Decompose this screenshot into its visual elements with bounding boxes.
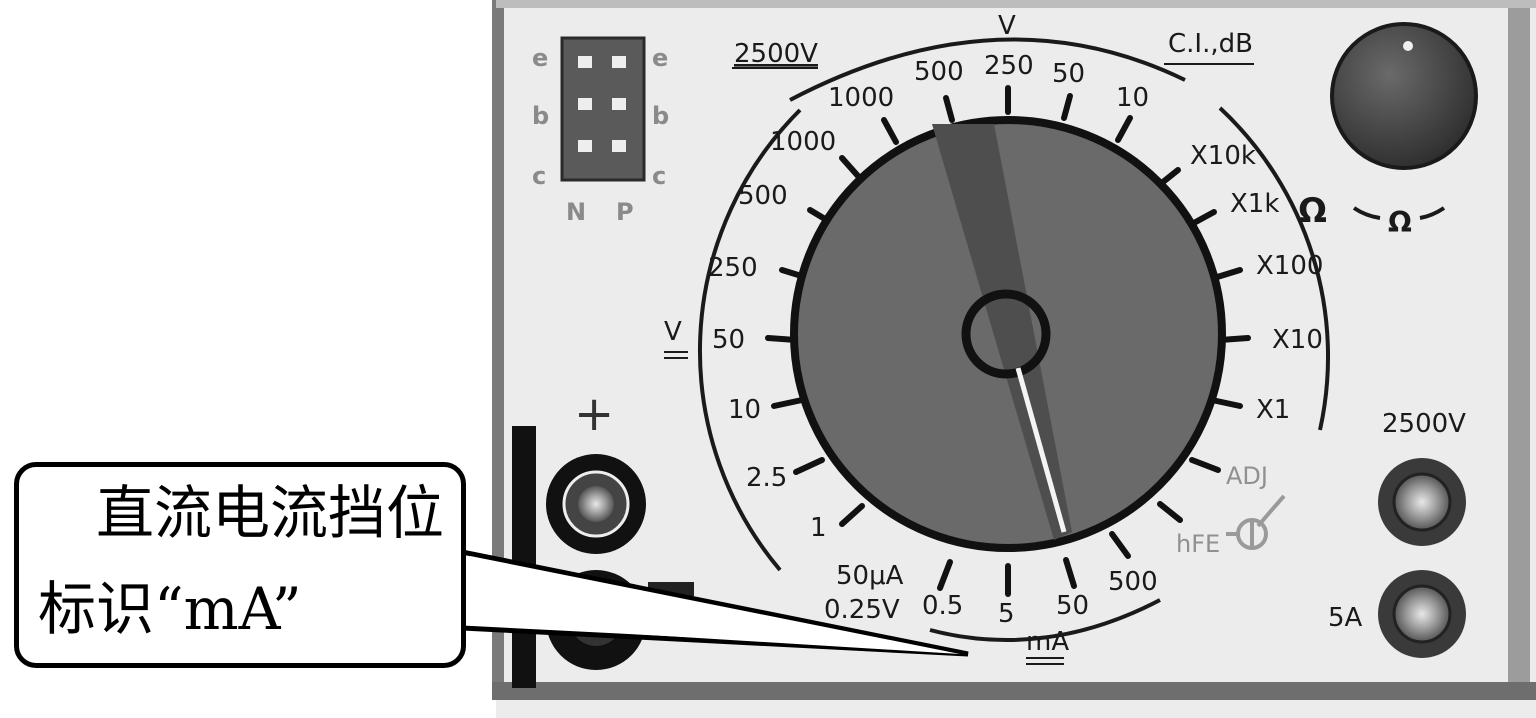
dial-label-025v: 0.25V <box>824 595 900 625</box>
dial-label-x100: X100 <box>1256 251 1323 281</box>
socket-type-n: N <box>566 198 586 226</box>
dial-label-x10: X10 <box>1272 325 1323 355</box>
dial-label-1-left: 1 <box>810 513 827 543</box>
db-label: C.I.,dB <box>1168 29 1253 59</box>
pin-left-b: b <box>532 102 549 130</box>
ohm-knob-arc-left <box>1352 206 1381 220</box>
rotary-selector[interactable] <box>790 116 1226 552</box>
dial-label-10-top: 10 <box>1116 83 1149 113</box>
dial-label-x1: X1 <box>1256 395 1290 425</box>
pin-left-c: c <box>532 162 546 190</box>
panel-bezel-right <box>1508 0 1530 700</box>
dial-label-ma-5: 5 <box>998 599 1015 629</box>
jack-5a[interactable] <box>1378 570 1466 658</box>
dial-label-x10k: X10k <box>1190 141 1256 171</box>
dial-label-hfe: hFE <box>1176 530 1220 558</box>
dial-label-1000-top: 1000 <box>828 83 894 113</box>
dial-label-ma-50: 50 <box>1056 591 1089 621</box>
ohm-symbol: Ω <box>1298 191 1327 231</box>
pin-right-c: c <box>652 162 666 190</box>
dial-label-ma-0p5: 0.5 <box>922 591 963 621</box>
top-v-label: V <box>998 11 1016 41</box>
jack-plus-label: + <box>574 386 614 442</box>
pin-right-b: b <box>652 102 669 130</box>
dial-label-2p5-left: 2.5 <box>746 463 787 493</box>
left-v-label: V <box>664 317 682 347</box>
dial-label-50-left: 50 <box>712 325 745 355</box>
jack-label-5a: 5A <box>1328 603 1363 633</box>
dial-label-ma-500: 500 <box>1108 567 1158 597</box>
jack-positive[interactable] <box>546 454 646 554</box>
dial-label-ma: mA <box>1026 627 1069 657</box>
callout-text-line2: 标识“mA” <box>38 575 302 643</box>
dcv-2500-label: 2500V <box>734 39 818 69</box>
panel-bezel-top <box>496 0 1536 8</box>
panel-bezel-bottom <box>492 682 1536 700</box>
panel-bezel-left <box>492 0 504 700</box>
jack-2500v[interactable] <box>1378 458 1466 546</box>
dial-label-250-top: 250 <box>984 51 1034 81</box>
ohm-scale-arc <box>1218 106 1331 431</box>
transistor-socket <box>560 36 646 182</box>
ohm-knob-dot <box>1403 41 1413 51</box>
transistor-icon <box>1226 494 1286 550</box>
ohm-knob-arc-right <box>1419 206 1446 220</box>
dial-label-50-top: 50 <box>1052 59 1085 89</box>
dial-label-x1k: X1k <box>1230 189 1279 219</box>
pin-right-e: e <box>652 44 668 72</box>
pin-left-e: e <box>532 44 548 72</box>
left-scale-arc <box>698 108 802 572</box>
jack-label-2500v: 2500V <box>1382 409 1466 439</box>
test-lead-cable <box>512 426 536 688</box>
dial-label-10-left: 10 <box>728 395 761 425</box>
dial-label-500-top: 500 <box>914 57 964 87</box>
dial-label-1000-left: 1000 <box>770 127 836 157</box>
dial-label-50ua: 50μA <box>836 561 904 591</box>
callout-text-line1: 直流电流挡位 <box>96 479 445 547</box>
dial-label-500-left: 500 <box>738 181 788 211</box>
socket-type-p: P <box>616 198 634 226</box>
dial-label-250-left: 250 <box>708 253 758 283</box>
ohm-adjust-knob[interactable] <box>1330 22 1478 170</box>
ohm-knob-label: Ω <box>1388 206 1412 239</box>
top-arc <box>789 37 1186 102</box>
callout-box <box>14 462 466 668</box>
dial-label-adj: ADJ <box>1226 462 1268 490</box>
